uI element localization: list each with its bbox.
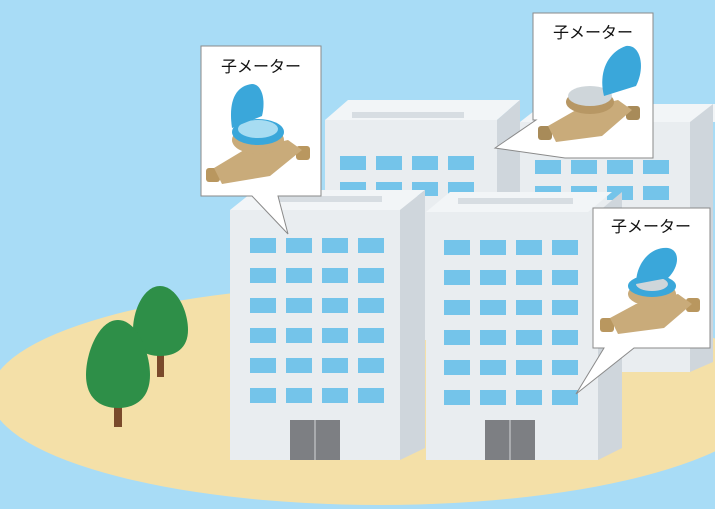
tree-front [86, 320, 150, 427]
callout-meter-right: 子メーター [575, 207, 711, 395]
building-front-left [230, 190, 425, 460]
callout-meter-left: 子メーター [200, 45, 322, 235]
water-meter-icon [538, 45, 641, 142]
tree-back [133, 286, 188, 377]
callout-label: 子メーター [553, 23, 633, 42]
callout-meter-top-right: 子メーター [493, 12, 654, 159]
water-meter-icon [206, 84, 310, 184]
building-front-right [426, 192, 622, 460]
water-meter-icon [600, 247, 700, 334]
callout-label: 子メーター [221, 57, 301, 76]
callout-label: 子メーター [611, 217, 691, 236]
